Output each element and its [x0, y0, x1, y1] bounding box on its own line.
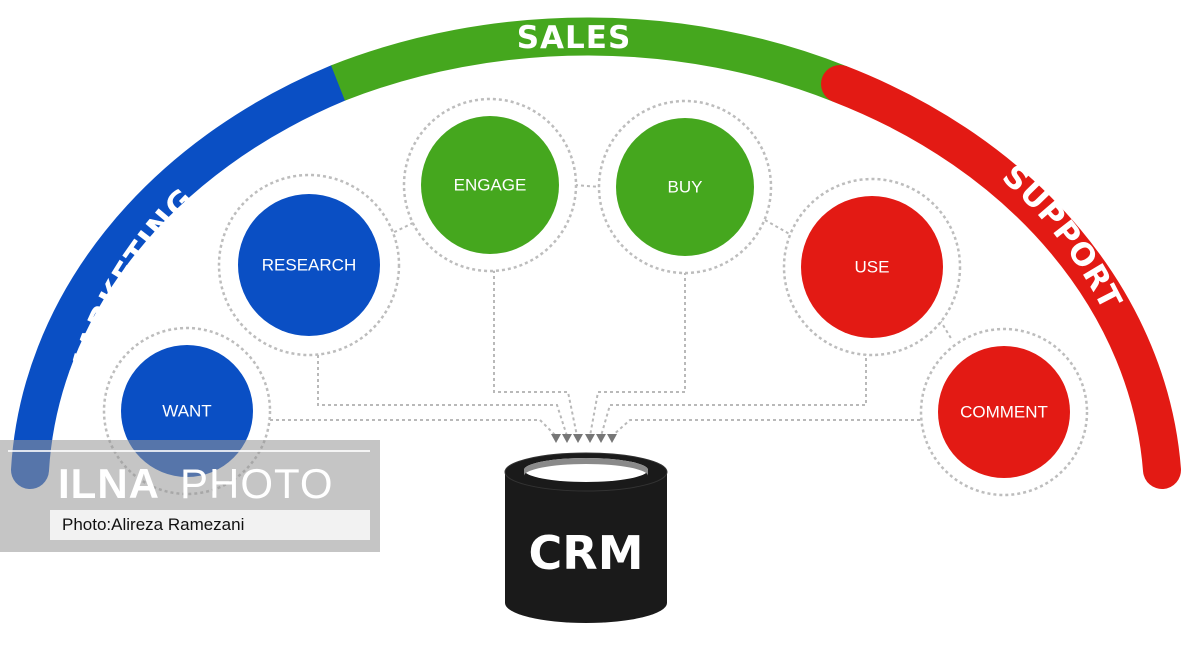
watermark-brand-light: PHOTO: [180, 460, 334, 507]
sales-label: SALES: [517, 20, 632, 56]
node-research: RESEARCH: [217, 173, 401, 357]
watermark-brand: ILNA PHOTO: [58, 460, 334, 508]
node-engage: ENGAGE: [402, 97, 578, 273]
watermark: ILNA PHOTO Photo:Alireza Ramezani: [0, 440, 380, 552]
crm-connectors: [270, 270, 920, 437]
crm-database-icon: CRM: [504, 452, 668, 623]
watermark-rule: [8, 450, 370, 452]
crm-label: CRM: [529, 526, 644, 580]
node-label: RESEARCH: [262, 256, 356, 275]
node-buy: BUY: [597, 99, 773, 275]
node-label: ENGAGE: [454, 176, 527, 195]
node-label: USE: [855, 258, 890, 277]
node-label: COMMENT: [960, 403, 1048, 422]
watermark-brand-bold: ILNA: [58, 460, 160, 507]
support-label: SUPPORT: [995, 158, 1129, 316]
node-label: WANT: [162, 402, 211, 421]
sales-arc: [331, 17, 848, 102]
node-label: BUY: [668, 178, 703, 197]
node-comment: COMMENT: [919, 327, 1089, 497]
photo-credit: Photo:Alireza Ramezani: [50, 510, 370, 540]
arrowheads: [551, 434, 617, 443]
support-arc: [821, 65, 1181, 489]
marketing-arc: [11, 64, 357, 489]
node-use: USE: [782, 177, 962, 357]
